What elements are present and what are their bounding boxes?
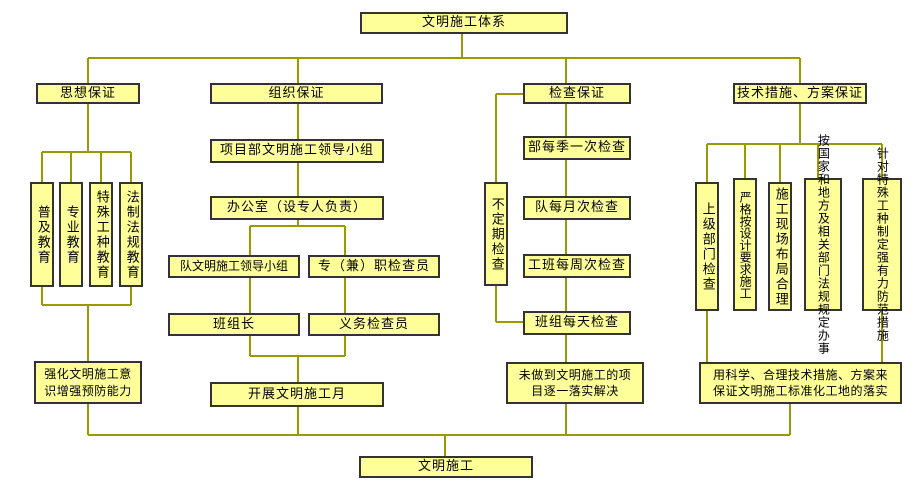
org-inspector-box: 专（兼）职检查员 [308, 255, 440, 278]
bottom-title-box: 文明施工 [359, 456, 533, 478]
thought-item-2-box: 专业教育 [59, 182, 83, 287]
tech-item-4-box: 按国家和地方及相关部门法规规定办事 [804, 134, 842, 355]
inspect-item-4-box: 班组每天检查 [523, 311, 631, 335]
tech-summary-box: 用科学、合理技术措施、方案来保证文明施工标准化工地的落实 [699, 362, 902, 404]
thought-summary-box: 强化文明施工意识增强预防能力 [34, 361, 142, 404]
tech-item-2-box: 严格按设计要求施工 [733, 178, 757, 311]
thought-item-3-box: 特殊工种教育 [89, 182, 113, 287]
inspect-irregular-box: 不定期检查 [484, 182, 508, 286]
tech-item-1-box: 上级部门检查 [695, 182, 719, 311]
top-title-box: 文明施工体系 [360, 12, 568, 34]
org-summary-box: 开展文明施工月 [210, 382, 384, 407]
org-volunteer-box: 义务检查员 [308, 313, 440, 336]
inspect-item-1-box: 部每季一次检查 [523, 136, 631, 160]
tech-item-3-box: 施工现场布局合理 [768, 182, 792, 311]
org-office-box: 办公室（设专人负责） [210, 196, 384, 220]
org-title-box: 组织保证 [210, 83, 383, 104]
inspect-title-box: 检查保证 [523, 83, 631, 104]
thought-item-4-box: 法制法规教育 [119, 182, 143, 287]
thought-title-box: 思想保证 [36, 83, 140, 104]
tech-title-box: 技术措施、方案保证 [733, 83, 867, 104]
inspect-item-2-box: 队每月次检查 [523, 196, 631, 220]
inspect-item-3-box: 工班每周次检查 [523, 254, 631, 278]
thought-item-1-box: 普及教育 [30, 182, 54, 287]
org-team-leader-box: 班组长 [168, 313, 300, 336]
inspect-summary-box: 未做到文明施工的项目逐一落实解决 [506, 362, 644, 404]
tech-item-5-box: 针对特殊工种制定强有力防范措施 [862, 147, 902, 342]
org-team-group-box: 队文明施工领导小组 [168, 255, 300, 278]
org-leader-group-box: 项目部文明施工领导小组 [210, 139, 384, 163]
